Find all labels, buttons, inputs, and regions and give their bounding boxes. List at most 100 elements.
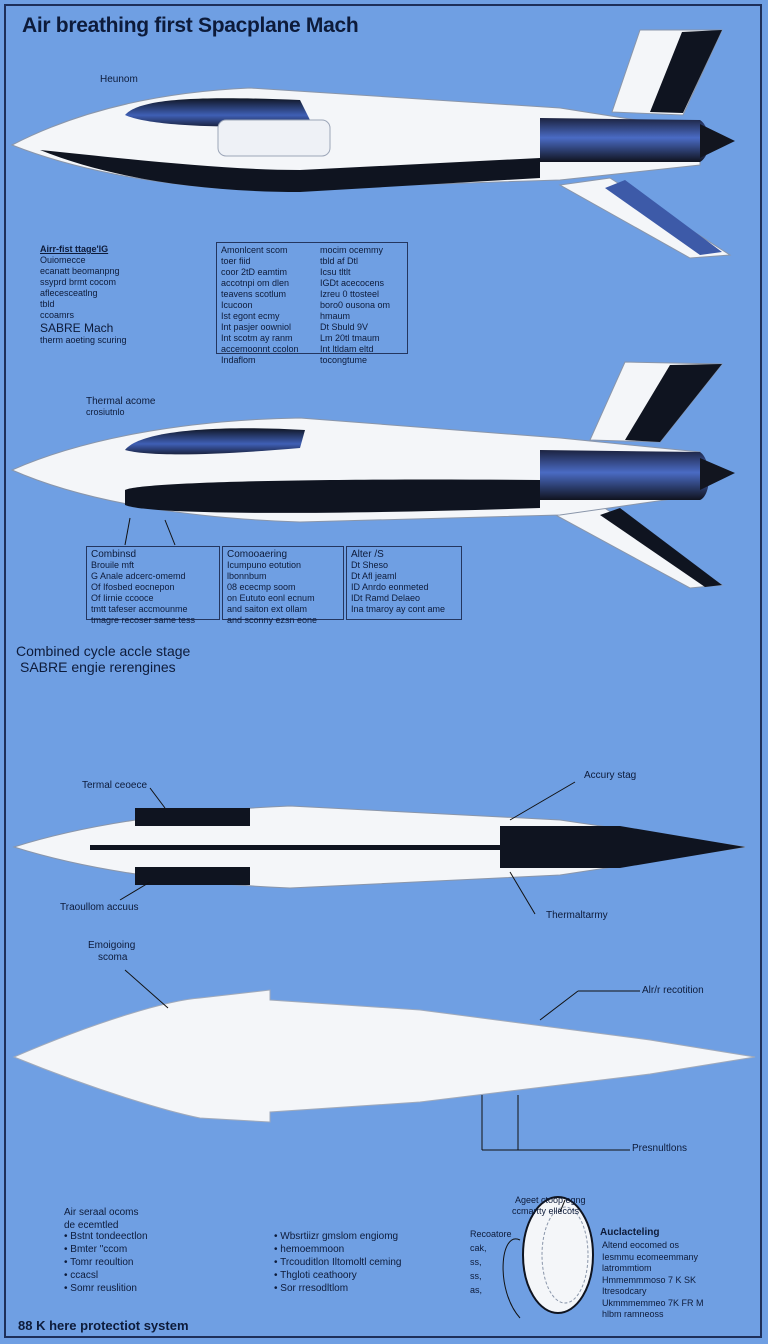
list-item: Icumpuno eotution bbox=[227, 560, 302, 570]
list-item: mocim ocemmy bbox=[320, 245, 384, 255]
list-item: • hemoemmoon bbox=[274, 1244, 345, 1255]
spaceplane-side-view-1 bbox=[10, 29, 735, 259]
label-presnultlons: Presnultlons bbox=[632, 1143, 688, 1154]
border-frame bbox=[4, 4, 762, 1338]
list-item: tmagre recoser same tess bbox=[91, 615, 196, 625]
list-item: Alter /S bbox=[351, 549, 384, 560]
list-item: Airr-fist ttage'lG bbox=[40, 244, 109, 254]
list-item: ccoamrs bbox=[40, 310, 75, 320]
list-item: Altend eocomed os bbox=[602, 1240, 680, 1250]
list-item: Brouile mft bbox=[91, 560, 135, 570]
list-item: 08 ececmp soom bbox=[227, 582, 296, 592]
list-item: Int ltldam eltd bbox=[320, 344, 374, 354]
list-item: ss, bbox=[470, 1271, 482, 1281]
spaceplane-side-view-2 bbox=[10, 361, 735, 589]
list-item: tmtt tafeser accmounme bbox=[91, 604, 188, 614]
label-air-recotition: Alr/r recotition bbox=[642, 985, 704, 996]
cone-label-1: Ageet ctoop egng bbox=[515, 1195, 586, 1205]
list-item: Ouiomecce bbox=[40, 255, 86, 265]
list-item: hlbm ramneoss bbox=[602, 1309, 664, 1319]
spaceplane-top-view-1 bbox=[12, 781, 746, 915]
list-item: Iesmmu ecomeemmany bbox=[602, 1251, 699, 1262]
list-item: • Somr reuslition bbox=[64, 1283, 137, 1294]
list-item: boro0 ousona om bbox=[320, 300, 391, 310]
list-item: • Trcouditlon Iltomoltl ceming bbox=[274, 1257, 402, 1268]
list-item: Ina tmaroy ay cont ame bbox=[351, 604, 446, 614]
list-item: Icsu tltlt bbox=[320, 267, 351, 277]
list-item: tbld bbox=[40, 299, 55, 309]
list-item: Recoatore bbox=[470, 1229, 512, 1239]
list-item: • ccacsl bbox=[64, 1270, 99, 1281]
list-item: • Thgloti ceathoory bbox=[274, 1270, 357, 1281]
list-item: Dt Sheso bbox=[351, 560, 389, 570]
bottom-mid-list: • Wbsrtiizr gmslom engiomg • hemoemmoon • … bbox=[274, 1230, 401, 1295]
label-termal-ceoece: Termal ceoece bbox=[82, 780, 148, 791]
list-item: and saiton ext ollam bbox=[227, 604, 308, 614]
bottom-left-heading: Air seraal ocoms de ecemtled bbox=[64, 1206, 138, 1232]
list-item: • Bmter "ccom bbox=[64, 1244, 128, 1255]
caption-combined-cycle: Combined cycle accle stage bbox=[16, 643, 191, 659]
list-item: • Sor rresodltlom bbox=[274, 1283, 349, 1294]
list-item: coor 2tD eamtim bbox=[221, 267, 288, 277]
list-item: Combinsd bbox=[91, 549, 137, 560]
list-item: aflecesceatlng bbox=[40, 288, 98, 298]
list-item: Int pasjer oowniol bbox=[221, 322, 292, 332]
list-item: Izreu 0 ttosteel bbox=[320, 289, 380, 299]
cone-label-2: ccmartty ellecots bbox=[512, 1206, 580, 1216]
list-item: toer fiid bbox=[221, 256, 251, 266]
list-item: ecanatt beomanpng bbox=[40, 266, 120, 276]
list-item: G Anale adcerc-omemd bbox=[91, 571, 186, 581]
list-item: teavens scotlum bbox=[221, 289, 287, 299]
label-thermal-sub: crosiutnlo bbox=[86, 407, 125, 417]
caption-sabre: SABRE engie rerengines bbox=[20, 659, 176, 675]
list-item: SABRE Mach bbox=[40, 321, 114, 335]
label-traoullom: Traoullom accuus bbox=[60, 902, 139, 913]
list-item: latrommtiom bbox=[602, 1263, 652, 1273]
list-item: Amonlcent scom bbox=[221, 245, 288, 255]
list-item: and sconny ezsn eone bbox=[227, 615, 318, 625]
list-item: Dt Sbuld 9V bbox=[320, 322, 369, 332]
list-item: Comooaering bbox=[227, 549, 288, 560]
list-item: Icucoon bbox=[221, 300, 253, 310]
list-item: lbonnbum bbox=[227, 571, 267, 581]
list-item: Of Iirnie ccooce bbox=[91, 593, 154, 603]
label-thermaltarmy: Thermaltarmy bbox=[546, 910, 608, 921]
list-item: Air seraal ocoms bbox=[64, 1207, 139, 1218]
bottom-left-list: • Bstnt tondeectlon• Bmter "ccom• Tomr r… bbox=[64, 1230, 148, 1295]
list-item: as, bbox=[470, 1285, 483, 1295]
list-item: on Eututo eonl ecnum bbox=[227, 593, 315, 603]
label-emoigoing: Emoigoing bbox=[88, 940, 136, 951]
list-item: tbld af Dtl bbox=[320, 256, 359, 266]
list-item: therm aoeting scuring bbox=[40, 335, 127, 345]
footer-caption: 88 K here protectiot system bbox=[18, 1318, 189, 1333]
list-item: tocongtume bbox=[320, 355, 368, 365]
list-item: accotnpi om dlen bbox=[221, 278, 290, 288]
list-item: Dt Afl jeaml bbox=[351, 571, 397, 581]
list-item: • Tomr reoultion bbox=[64, 1257, 134, 1268]
page-title: Air breathing first Spacplane Mach bbox=[22, 14, 359, 37]
list-item: ssyprd brmt cocom bbox=[40, 277, 117, 287]
list-item: Of Ifosbed eocnepon bbox=[91, 582, 175, 592]
list-item: IGDt acecocens bbox=[320, 278, 385, 288]
list-item: de ecemtled bbox=[64, 1220, 119, 1231]
list-item: Indaflom bbox=[221, 355, 256, 365]
list-item: Ist egont ecmy bbox=[221, 311, 280, 321]
list-item: cak, bbox=[470, 1243, 487, 1253]
list-item: ID Anrdo eonmeted bbox=[351, 582, 429, 592]
list-item: Int scotm ay ranm bbox=[221, 333, 293, 343]
label-thermal-acome: Thermal acome bbox=[86, 396, 156, 407]
list-item: Itresodcary bbox=[602, 1286, 647, 1296]
list-item: • Wbsrtiizr gmslom engiomg bbox=[274, 1231, 399, 1242]
list-item: accemoonnt ccolon bbox=[221, 344, 299, 354]
heat-shield-cone-diagram bbox=[502, 1196, 594, 1319]
label-scoma: scoma bbox=[98, 952, 128, 963]
